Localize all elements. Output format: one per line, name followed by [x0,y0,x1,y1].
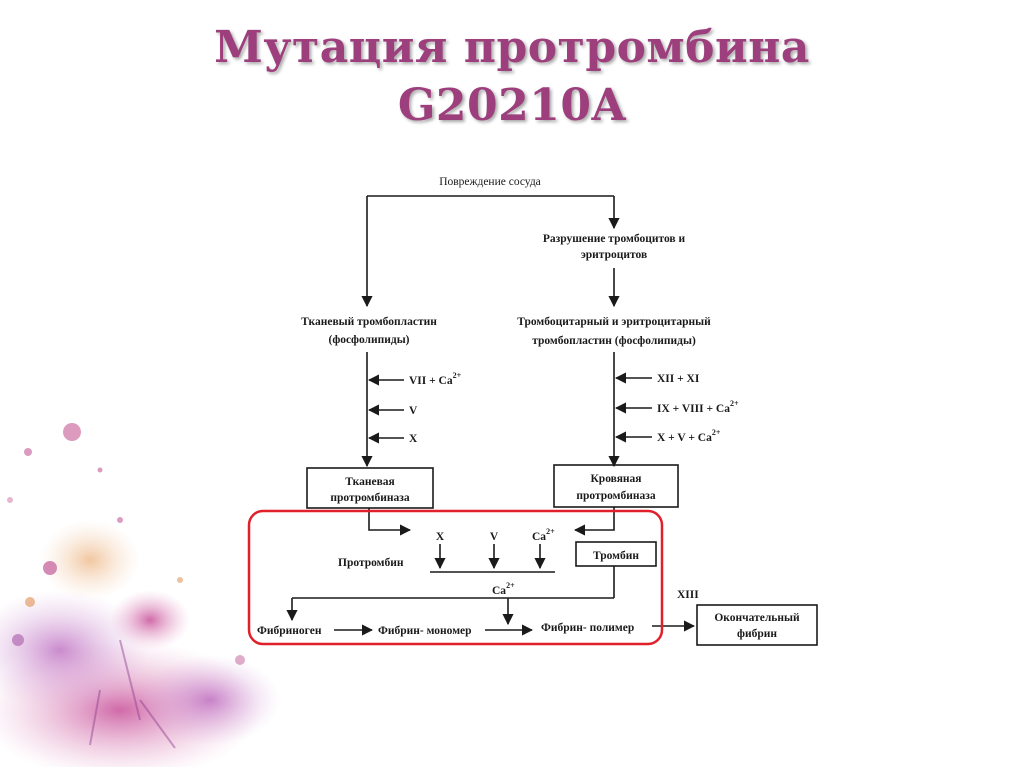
final-fibrin-label-line1: Окончательный [714,612,800,624]
right-factor-label1: XII + XI [657,373,700,385]
tissue-prothrombinase-label-line1: Тканевая [345,476,395,488]
tissue-prothrombinase-label-line2: протромбиназа [330,492,410,504]
tissue-prothrombinase-arrow [368,508,412,536]
cell-destruction-label-line1: Разрушение тромбоцитов и [543,233,686,245]
final-fibrin-label-line2: фибрин [737,628,777,640]
blood-prothrombinase-label-line2: протромбиназа [576,490,656,502]
fibrinogen-label: Фибриноген [257,625,322,637]
blood-prothrombinase-arrow [573,507,615,536]
blood-thromboplastin-label-line2: тромбопластин (фосфолипиды) [532,335,696,347]
thrombin-label: Тромбин [593,550,639,562]
calcium-label-2: Ca2+ [492,581,515,597]
factor-x-label: X [436,531,445,543]
left-factor-label3: X [409,433,418,445]
tissue-thromboplastin-label-line2: (фосфолипиды) [329,334,410,346]
thrombin-box [575,541,657,567]
fibrin-polymer-label: Фибрин- полимер [541,622,634,634]
left-factor-label2: V [409,405,418,417]
right-factor-label2: IX + VIII + Ca2+ [657,399,739,415]
fibrin-monomer-label: Фибрин- мономер [378,625,472,637]
cell-destruction-label-line2: эритроцитов [581,249,647,261]
highlight-frame [247,509,664,646]
blood-prothrombinase-box [553,464,679,508]
factor-v-label: V [490,531,499,543]
slide-title-line1: Мутация протромбина [214,22,810,73]
calcium-label: Ca2+ [532,527,555,543]
right-factor-label3: X + V + Ca2+ [657,428,721,444]
slide-title-line2: G20210A [397,80,627,131]
blood-prothrombinase-label-line1: Кровяная [590,473,641,485]
vessel-damage-label: Повреждение сосуда [439,176,541,188]
factor-xiii-label: XIII [677,589,699,601]
final-fibrin-box [696,604,818,646]
blood-thromboplastin-label-line1: Тромбоцитарный и эритроцитарный [517,316,711,328]
left-factor-label1: VII + Ca2+ [409,371,462,387]
tissue-prothrombinase-box [306,467,434,509]
prothrombin-label: Протромбин [338,557,404,569]
tissue-thromboplastin-label-line1: Тканевый тромбопластин [301,316,437,328]
